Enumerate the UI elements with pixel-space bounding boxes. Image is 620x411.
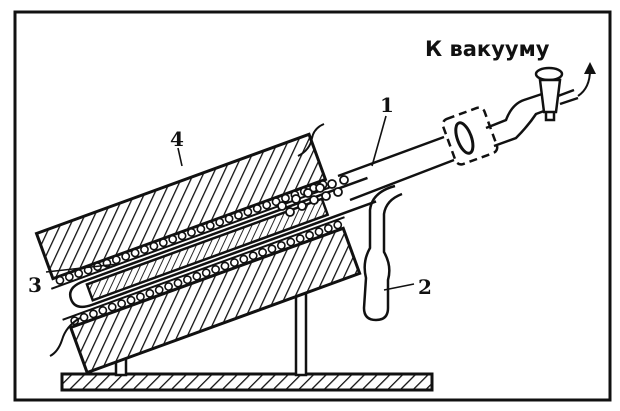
u-trap <box>362 184 403 322</box>
tube-to-stopcock <box>485 90 553 148</box>
stopcock-valve <box>534 66 579 122</box>
heater-wire-bottom <box>49 317 81 357</box>
heater-wire-top <box>297 123 325 157</box>
label-furnace: 4 <box>170 127 184 151</box>
label-tube: 1 <box>380 93 394 117</box>
vacuum-caption: К вакууму <box>425 37 550 61</box>
sample-boat <box>85 197 330 302</box>
label-trap: 2 <box>418 275 432 299</box>
condensate-droplets <box>277 175 349 217</box>
ground-base <box>60 372 434 392</box>
arrow-icon <box>577 62 596 97</box>
furnace-lower-block <box>68 226 362 375</box>
quartz-tube <box>68 176 377 309</box>
tube-extension <box>337 135 455 202</box>
ground-glass-joint <box>441 106 499 166</box>
label-leaders <box>45 115 415 291</box>
label-sample: 3 <box>28 273 42 297</box>
frame-border <box>13 10 612 402</box>
furnace-assembly <box>34 132 377 375</box>
